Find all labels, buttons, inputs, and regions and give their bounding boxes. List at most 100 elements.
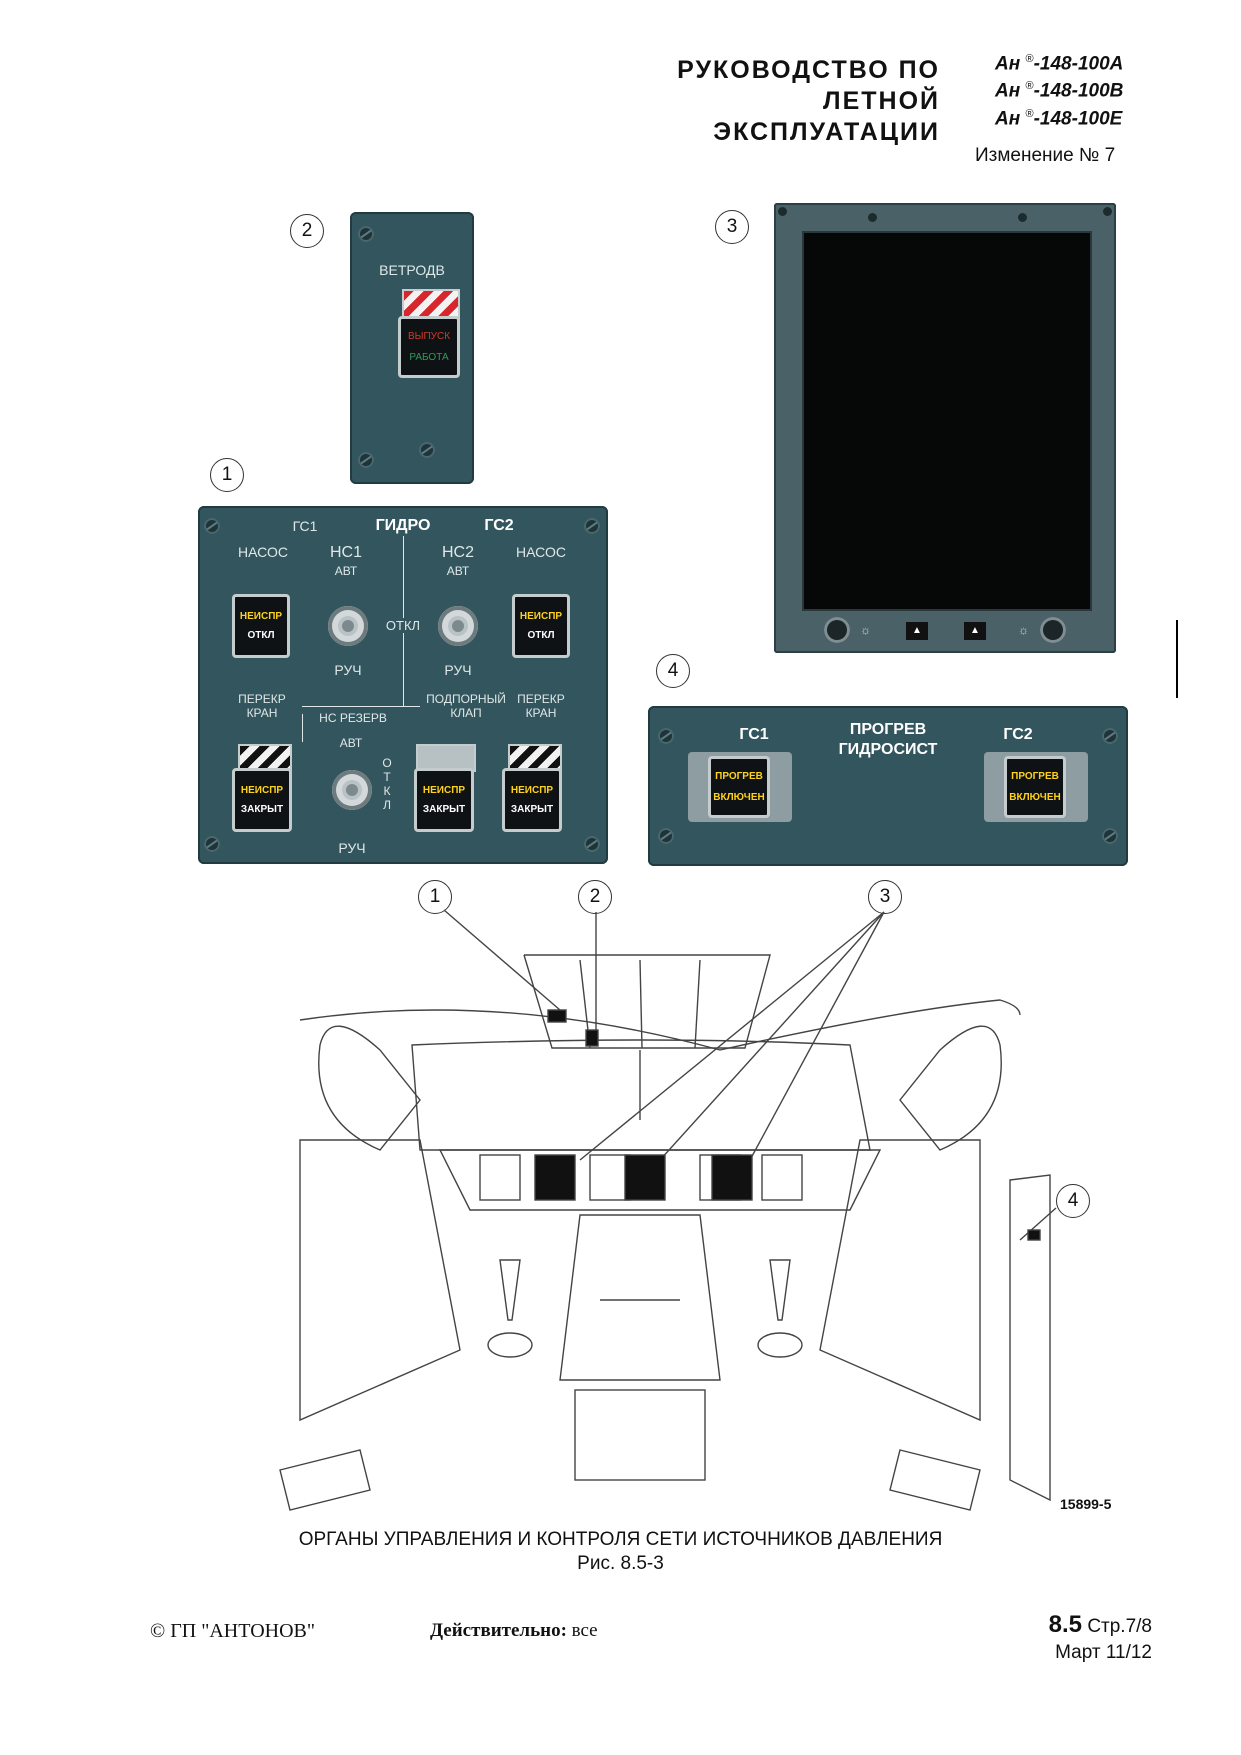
revision-date: Март 11/12 xyxy=(1055,1642,1152,1663)
ruch-label: РУЧ xyxy=(334,662,362,678)
aircraft-models: Ан ®-148-100А Ан ®-148-100В Ан ®-148-100… xyxy=(995,48,1145,130)
bezel-screw xyxy=(1018,213,1027,222)
shutoff-valve-label-right: ПЕРЕКР КРАН xyxy=(517,692,565,720)
brightness-knob-left[interactable] xyxy=(824,617,850,643)
pump1-button[interactable]: НЕИСПР ОТКЛ xyxy=(232,594,290,658)
guard-cover[interactable] xyxy=(508,744,562,772)
shutoff-valve-label-left: ПЕРЕКР КРАН xyxy=(238,692,286,720)
callout-1: 1 xyxy=(418,880,452,914)
gs2-label: ГС2 xyxy=(1003,726,1033,743)
callout-4: 4 xyxy=(656,654,690,688)
callout-2: 2 xyxy=(578,880,612,914)
screw xyxy=(204,836,220,852)
ns1-label: НС1 xyxy=(329,544,362,561)
hydro-title: ГИДРО xyxy=(375,517,431,534)
section-number: 8.5 xyxy=(1048,1611,1083,1638)
closed-lamp: ЗАКРЫТ xyxy=(240,804,284,815)
pump-label-left: НАСОС xyxy=(238,544,288,560)
ns-reserve-selector-knob[interactable] xyxy=(332,770,372,810)
display-unit: ☼ ▲ ▲ ☼ xyxy=(774,203,1116,653)
rat-run-lamp: РАБОТА xyxy=(409,352,449,363)
drawing-number: 15899-5 xyxy=(1060,1496,1112,1512)
fail-lamp: НЕИСПР xyxy=(510,785,554,796)
rat-button[interactable]: ВЫПУСК РАБОТА xyxy=(398,316,460,378)
ruch-label: РУЧ xyxy=(444,662,472,678)
brightness-knob-right[interactable] xyxy=(1040,617,1066,643)
ns2-label: НС2 xyxy=(441,544,474,561)
shutoff-valve2-button[interactable]: НЕИСПР ЗАКРЫТ xyxy=(502,768,562,832)
page-info: 8.5 Стр.7/8 Март 11/12 xyxy=(990,1612,1152,1666)
screw xyxy=(658,728,674,744)
pump-label-right: НАСОС xyxy=(516,544,566,560)
callout-3: 3 xyxy=(868,880,902,914)
otkl-label: ОТКЛ xyxy=(378,618,428,633)
change-number: Изменение № 7 xyxy=(975,145,1116,166)
screw xyxy=(419,442,435,458)
model-line: Ан ®-148-100Е xyxy=(995,107,1123,129)
check-valve-button[interactable]: НЕИСПР ЗАКРЫТ xyxy=(414,768,474,832)
check-valve-label: ПОДПОРНЫЙ КЛАП xyxy=(426,692,506,720)
rat-panel: ВЕТРОДВ ВЫПУСК РАБОТА xyxy=(350,212,474,484)
ruch-reserve-label: РУЧ xyxy=(338,840,366,856)
avt-label: АВТ xyxy=(334,564,358,578)
screw xyxy=(358,452,374,468)
otkl-vertical-label: ОТКЛ xyxy=(382,756,392,812)
callout-1: 1 xyxy=(210,458,244,492)
closed-lamp: ЗАКРЫТ xyxy=(510,804,554,815)
arrow-up-button[interactable]: ▲ xyxy=(964,622,986,640)
bezel-screw xyxy=(778,207,787,216)
pump2-button[interactable]: НЕИСПР ОТКЛ xyxy=(512,594,570,658)
divider-horizontal xyxy=(302,706,420,707)
screw xyxy=(358,226,374,242)
copyright: © ГП "АНТОНОВ" xyxy=(150,1620,316,1642)
avt-label: АВТ xyxy=(446,564,470,578)
arrow-up-button[interactable]: ▲ xyxy=(906,622,928,640)
figure-number: Рис. 8.5-3 xyxy=(577,1553,664,1574)
fail-lamp: НЕИСПР xyxy=(240,785,284,796)
bezel-screw xyxy=(1103,207,1112,216)
sun-icon: ☼ xyxy=(860,623,871,637)
screw xyxy=(204,518,220,534)
callout-2: 2 xyxy=(290,214,324,248)
gs1-label: ГС1 xyxy=(739,726,769,743)
figure-caption: ОРГАНЫ УПРАВЛЕНИЯ И КОНТРОЛЯ СЕТИ ИСТОЧН… xyxy=(298,1529,943,1550)
warmup-gs2-button[interactable]: ПРОГРЕВ ВКЛЮЧЕН xyxy=(1004,756,1066,818)
off-lamp: ОТКЛ xyxy=(527,630,555,641)
callout-3: 3 xyxy=(715,210,749,244)
screw xyxy=(584,518,600,534)
closed-lamp: ЗАКРЫТ xyxy=(422,804,466,815)
model-line: Ан ®-148-100В xyxy=(995,80,1124,102)
ns2-selector-knob[interactable] xyxy=(438,606,478,646)
screw xyxy=(658,828,674,844)
rat-deploy-lamp: ВЫПУСК xyxy=(407,331,451,342)
off-lamp: ОТКЛ xyxy=(247,630,275,641)
warmup-title: ПРОГРЕВ ГИДРОСИСТ xyxy=(838,721,938,758)
display-screen xyxy=(802,231,1092,611)
fail-lamp: НЕИСПР xyxy=(239,611,283,622)
manual-title: РУКОВОДСТВО ПО ЛЕТНОЙ ЭКСПЛУАТАЦИИ xyxy=(677,56,940,146)
guard-cover[interactable] xyxy=(402,289,460,321)
model-line: Ан ®-148-100А xyxy=(995,53,1124,75)
sun-icon: ☼ xyxy=(1018,623,1029,637)
page-number: Стр.7/8 xyxy=(1087,1616,1152,1637)
on-lamp: ВКЛЮЧЕН xyxy=(713,792,765,803)
divider-vertical xyxy=(302,714,303,742)
warmup-gs1-button[interactable]: ПРОГРЕВ ВКЛЮЧЕН xyxy=(708,756,770,818)
callout-4: 4 xyxy=(1056,1184,1090,1218)
shutoff-valve1-button[interactable]: НЕИСПР ЗАКРЫТ xyxy=(232,768,292,832)
ns-reserve-label: НС РЕЗЕРВ xyxy=(319,711,387,725)
avt-reserve-label: АВТ xyxy=(339,736,363,750)
on-lamp: ВКЛЮЧЕН xyxy=(1009,792,1061,803)
validity: Действительно: все xyxy=(430,1620,598,1641)
hydraulic-panel: ГС1 ГИДРО ГС2 НАСОС НАСОС НС1 НС2 АВТ АВ… xyxy=(198,506,608,864)
change-bar xyxy=(1176,620,1178,698)
gs1-label: ГС1 xyxy=(292,518,318,534)
warmup-lamp: ПРОГРЕВ xyxy=(715,771,763,782)
fail-lamp: НЕИСПР xyxy=(422,785,466,796)
gs2-label: ГС2 xyxy=(484,517,514,534)
screw xyxy=(584,836,600,852)
screw xyxy=(1102,728,1118,744)
bezel-screw xyxy=(868,213,877,222)
ns1-selector-knob[interactable] xyxy=(328,606,368,646)
